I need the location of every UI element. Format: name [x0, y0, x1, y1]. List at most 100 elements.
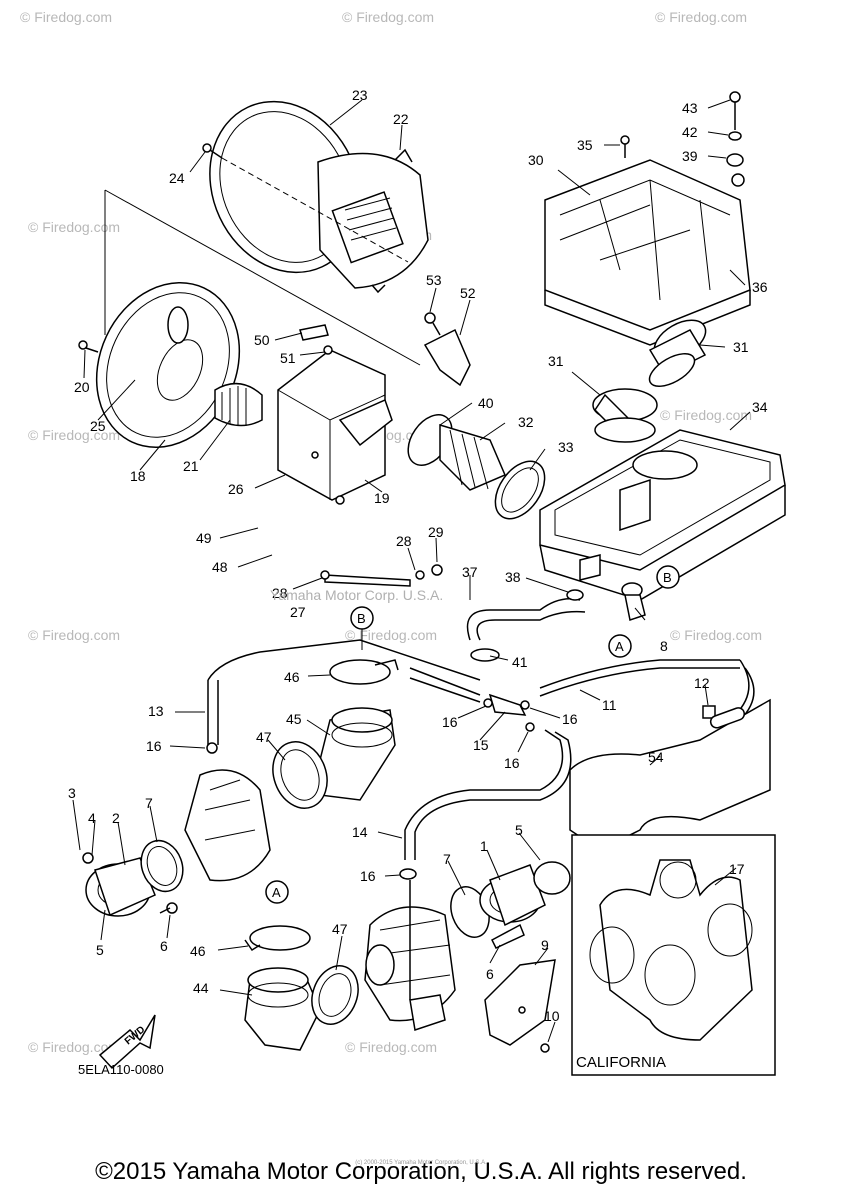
part-label-15: 15: [473, 737, 489, 753]
part-label-31: 31: [733, 339, 749, 355]
copyright-footer: ©2015 Yamaha Motor Corporation, U.S.A. A…: [95, 1158, 747, 1185]
part-label-34: 34: [752, 399, 768, 415]
part-label-28: 28: [272, 585, 288, 601]
part-label-16: 16: [504, 755, 520, 771]
part-label-44: 44: [193, 980, 209, 996]
part-label-30: 30: [528, 152, 544, 168]
part-label-18: 18: [130, 468, 146, 484]
part-label-45: 45: [286, 711, 302, 727]
part-label-36: 36: [752, 279, 768, 295]
part-label-16: 16: [146, 738, 162, 754]
watermark: © Firedog.com: [28, 219, 120, 235]
part-label-29: 29: [428, 524, 444, 540]
intake-joints: [407, 414, 546, 520]
callout-b-letter: B: [663, 570, 672, 585]
part-label-47: 47: [256, 729, 272, 745]
watermark: © Firedog.com: [345, 1039, 437, 1055]
part-label-31: 31: [548, 353, 564, 369]
part-label-13: 13: [148, 703, 164, 719]
gasket-54: [569, 698, 771, 851]
part-label-9: 9: [541, 937, 549, 953]
breather-hoses: [320, 564, 755, 732]
part-label-38: 38: [505, 569, 521, 585]
air-box-case: [539, 319, 786, 621]
part-label-5: 5: [515, 822, 523, 838]
exploded-parts-diagram: © Firedog.com © Firedog.com © Firedog.co…: [20, 9, 786, 1077]
watermark: © Firedog.com: [342, 9, 434, 25]
part-label-53: 53: [426, 272, 442, 288]
callout-a-upper: [608, 634, 632, 658]
part-label-39: 39: [682, 148, 698, 164]
part-label-35: 35: [577, 137, 593, 153]
part-label-16: 16: [360, 868, 376, 884]
part-label-16: 16: [442, 714, 458, 730]
watermark: © Firedog.com: [28, 427, 120, 443]
leader-lines: [72, 99, 751, 1043]
air-box-lid: [544, 91, 751, 346]
part-label-7: 7: [443, 851, 451, 867]
watermark: © Firedog.com: [655, 9, 747, 25]
center-stamp: Yamaha Motor Corp. U.S.A.: [270, 587, 443, 603]
part-label-20: 20: [74, 379, 90, 395]
part-label-12: 12: [694, 675, 710, 691]
part-label-42: 42: [682, 124, 698, 140]
part-label-11: 11: [602, 697, 617, 713]
watermark: © Firedog.com: [345, 627, 437, 643]
watermark: © Firedog.com: [28, 627, 120, 643]
callout-a-lower: [265, 880, 289, 904]
part-label-10: 10: [544, 1008, 560, 1024]
part-label-3: 3: [68, 785, 76, 801]
part-label-43: 43: [682, 100, 698, 116]
part-label-48: 48: [212, 559, 228, 575]
part-label-49: 49: [196, 530, 212, 546]
part-label-27: 27: [290, 604, 306, 620]
part-label-1: 1: [480, 838, 488, 854]
air-cleaner-cover-assembly: [202, 100, 429, 294]
rear-carburetor-group: [184, 639, 481, 882]
part-label-19: 19: [374, 490, 390, 506]
callout-a-letter: A: [615, 639, 624, 654]
part-label-26: 26: [228, 481, 244, 497]
callouts: B B A A: [265, 565, 680, 904]
diagram-code: 5ELA110-0080: [78, 1062, 164, 1077]
callout-b-letter: B: [357, 611, 366, 626]
part-label-14: 14: [352, 824, 368, 840]
part-label-4: 4: [88, 810, 96, 826]
part-label-41: 41: [512, 654, 528, 670]
part-label-8: 8: [660, 638, 668, 654]
part-label-23: 23: [352, 87, 368, 103]
part-number-labels: 23 22 24 20 25 18 21 26 19 50 5 1 53 52 4…: [68, 87, 768, 1024]
front-joint-group: FWD: [98, 925, 359, 1070]
watermark: © Firedog.com: [660, 407, 752, 423]
part-label-16: 16: [562, 711, 578, 727]
part-label-17: 17: [729, 861, 745, 877]
part-label-37: 37: [462, 564, 478, 580]
part-label-2: 2: [112, 810, 120, 826]
part-label-21: 21: [183, 458, 199, 474]
part-label-22: 22: [393, 111, 409, 127]
part-label-52: 52: [460, 285, 476, 301]
watermark: © Firedog.com: [670, 627, 762, 643]
part-label-33: 33: [558, 439, 574, 455]
intake-manifold-left: [82, 839, 184, 917]
air-filter-housing: [78, 189, 471, 505]
california-label: CALIFORNIA: [576, 1054, 666, 1071]
part-label-47: 47: [332, 921, 348, 937]
part-label-6: 6: [160, 938, 168, 954]
part-label-6: 6: [486, 966, 494, 982]
tiny-copyright-notice: (c) 2000-2015 Yamaha Motor Corporation, …: [355, 1160, 487, 1166]
california-inset: CALIFORNIA: [571, 834, 776, 1076]
part-label-25: 25: [90, 418, 106, 434]
front-carburetor-group: [364, 729, 572, 1053]
part-label-50: 50: [254, 332, 270, 348]
callout-a-letter: A: [272, 885, 281, 900]
part-label-28: 28: [396, 533, 412, 549]
watermark: © Firedog.com: [20, 9, 112, 25]
part-label-46: 46: [190, 943, 206, 959]
watermark: © Firedog.com: [28, 1039, 120, 1055]
part-label-54: 54: [648, 749, 664, 765]
part-label-46: 46: [284, 669, 300, 685]
part-label-32: 32: [518, 414, 534, 430]
part-label-40: 40: [478, 395, 494, 411]
